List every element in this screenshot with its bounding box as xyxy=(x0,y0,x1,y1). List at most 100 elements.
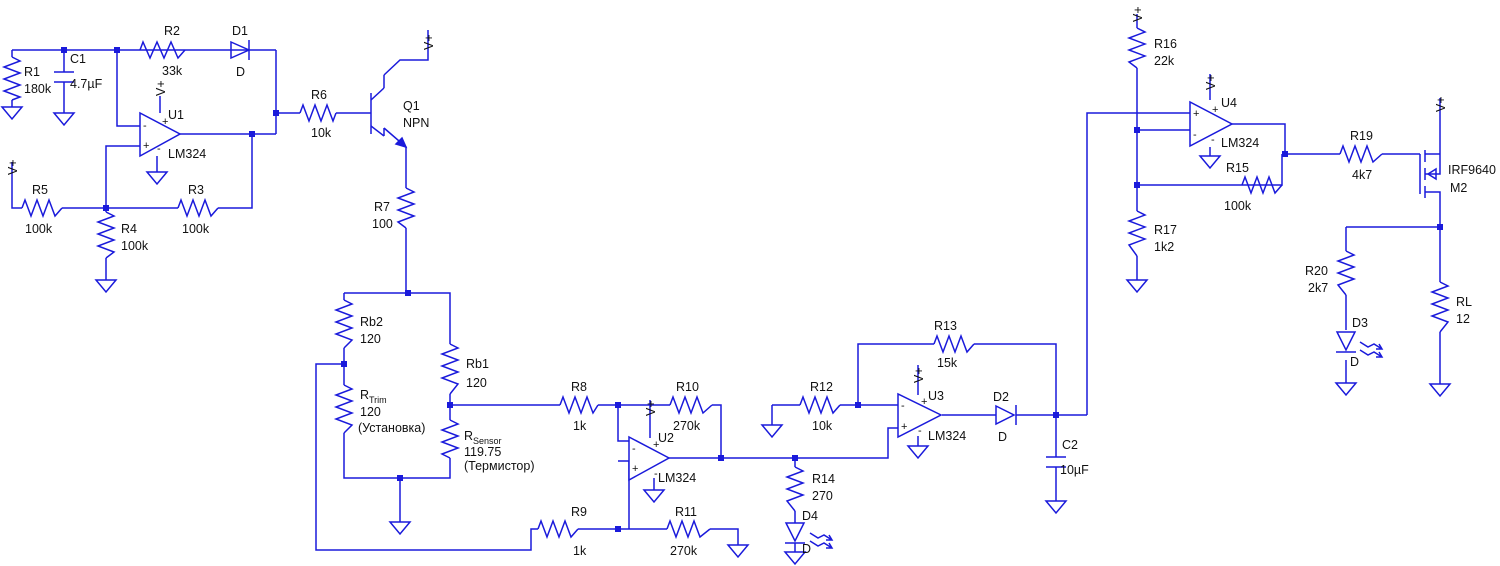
svg-text:4.7µF: 4.7µF xyxy=(70,77,103,91)
resistor-r6: R6 10k xyxy=(299,88,337,140)
svg-text:+: + xyxy=(162,116,168,128)
resistor-r15: R15 100k xyxy=(1224,161,1283,213)
svg-text:100k: 100k xyxy=(1224,199,1252,213)
opamp-u3: - + + - U3 LM324 xyxy=(897,389,966,443)
svg-text:U2: U2 xyxy=(658,431,674,445)
supply-label-u4: V+ xyxy=(1204,74,1218,90)
ground-symbol-u3 xyxy=(906,445,930,460)
supply-label-r16: V+ xyxy=(1131,6,1145,22)
svg-text:C1: C1 xyxy=(70,52,86,66)
opamp-u1: - + + - U1 LM324 xyxy=(139,108,206,161)
svg-text:R20: R20 xyxy=(1305,264,1328,278)
svg-text:D2: D2 xyxy=(993,390,1009,404)
ground-symbol-u1 xyxy=(145,171,169,186)
svg-text:+: + xyxy=(632,463,638,475)
capacitor-c1: C1 4.7µF xyxy=(54,52,103,91)
svg-text:+: + xyxy=(653,439,659,451)
supply-label-r5: V+ xyxy=(6,159,20,175)
resistor-r8: R8 1k xyxy=(559,380,599,433)
svg-text:+: + xyxy=(921,396,927,408)
svg-text:10k: 10k xyxy=(812,419,833,433)
junction-dots xyxy=(61,47,1443,532)
ground-symbol-u2 xyxy=(642,489,666,504)
supply-label-u3: V+ xyxy=(912,367,926,383)
svg-text:-: - xyxy=(654,468,658,480)
svg-text:-: - xyxy=(1193,129,1197,141)
diode-d2: D2 D xyxy=(993,390,1017,444)
svg-text:R9: R9 xyxy=(571,505,587,519)
svg-text:270k: 270k xyxy=(670,544,698,558)
resistor-rl: RL 12 xyxy=(1429,281,1472,333)
ground-symbol-r17 xyxy=(1125,279,1149,294)
svg-text:+: + xyxy=(1193,108,1199,120)
svg-text:R11: R11 xyxy=(675,505,697,519)
led-d3: D3 D xyxy=(1335,316,1384,369)
svg-text:C2: C2 xyxy=(1062,438,1078,452)
ground-symbol-bridge xyxy=(388,521,412,536)
resistor-r1: R1 180k xyxy=(1,56,52,101)
opamp-u4: + - + - U4 LM324 xyxy=(1189,96,1259,150)
svg-text:NPN: NPN xyxy=(403,116,429,130)
svg-text:-: - xyxy=(1211,134,1215,146)
svg-text:(Термистор): (Термистор) xyxy=(464,459,534,473)
svg-text:120: 120 xyxy=(360,405,381,419)
svg-text:119.75: 119.75 xyxy=(464,445,501,459)
capacitor-c2: C2 10µF xyxy=(1046,438,1089,477)
svg-text:RL: RL xyxy=(1456,295,1472,309)
svg-text:R8: R8 xyxy=(571,380,587,394)
svg-text:R15: R15 xyxy=(1226,161,1249,175)
svg-text:R: R xyxy=(360,388,369,402)
svg-text:U4: U4 xyxy=(1221,96,1237,110)
ground-symbol-r11 xyxy=(726,544,750,559)
svg-text:Rb1: Rb1 xyxy=(466,357,489,371)
svg-text:D: D xyxy=(236,65,245,79)
diode-d1: D1 D xyxy=(230,24,251,79)
supply-label-u1: V+ xyxy=(154,80,168,96)
svg-text:-: - xyxy=(157,143,161,155)
svg-text:100k: 100k xyxy=(182,222,210,236)
svg-text:120: 120 xyxy=(360,332,381,346)
svg-text:270: 270 xyxy=(812,489,833,503)
svg-text:D: D xyxy=(802,542,811,556)
svg-text:15k: 15k xyxy=(937,356,958,370)
ground-symbol-u4 xyxy=(1198,155,1222,170)
svg-text:D1: D1 xyxy=(232,24,248,38)
ground-symbol-c1 xyxy=(52,112,76,127)
ground-symbol-d3 xyxy=(1334,382,1358,397)
supply-label-m2: V+ xyxy=(1434,96,1448,112)
ground-symbol-c2 xyxy=(1044,500,1068,515)
resistor-r11: R11 270k xyxy=(666,505,711,558)
ground-symbol-r4 xyxy=(94,279,118,294)
svg-text:R7: R7 xyxy=(374,200,390,214)
ground-symbols xyxy=(0,106,1452,566)
resistor-r14: R14 270 xyxy=(784,466,835,512)
svg-text:LM324: LM324 xyxy=(168,147,206,161)
svg-text:2k7: 2k7 xyxy=(1308,281,1328,295)
resistor-r20: R20 2k7 xyxy=(1305,250,1357,296)
resistor-r16: R16 22k xyxy=(1126,27,1177,69)
svg-text:U3: U3 xyxy=(928,389,944,403)
svg-text:R2: R2 xyxy=(164,24,180,38)
svg-text:D: D xyxy=(998,430,1007,444)
resistor-r-sensor: R Sensor 119.75 (Термистор) xyxy=(439,419,534,473)
svg-text:R16: R16 xyxy=(1154,37,1177,51)
svg-text:D3: D3 xyxy=(1352,316,1368,330)
svg-text:IRF9640: IRF9640 xyxy=(1448,163,1496,177)
svg-text:D4: D4 xyxy=(802,509,818,523)
svg-text:10µF: 10µF xyxy=(1060,463,1089,477)
svg-text:R1: R1 xyxy=(24,65,40,79)
svg-text:-: - xyxy=(632,443,636,455)
resistor-r5: R5 100k xyxy=(21,183,63,236)
supply-label-q1: V+ xyxy=(422,34,436,50)
svg-text:LM324: LM324 xyxy=(928,429,966,443)
svg-text:-: - xyxy=(901,400,905,412)
svg-text:1k: 1k xyxy=(573,544,587,558)
svg-text:100k: 100k xyxy=(25,222,53,236)
svg-text:22k: 22k xyxy=(1154,54,1175,68)
svg-text:R17: R17 xyxy=(1154,223,1177,237)
svg-text:(Установка): (Установка) xyxy=(358,421,425,435)
svg-text:120: 120 xyxy=(466,376,487,390)
transistor-q1: Q1 NPN xyxy=(370,75,429,149)
svg-text:-: - xyxy=(143,120,147,132)
